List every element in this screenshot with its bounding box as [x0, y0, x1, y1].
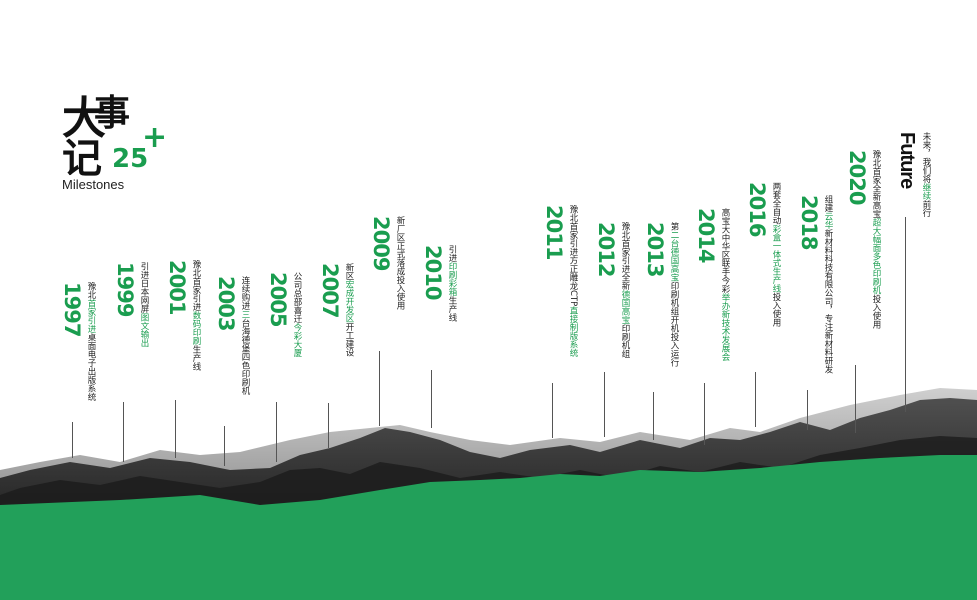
milestone-year: 2013 [643, 222, 667, 277]
milestone-description: 组建云华新材料科技有限公司，专注新材料研发 [823, 195, 833, 374]
milestone-leader-line [905, 217, 906, 412]
milestone-description: 未来，我们将继续前行 [921, 132, 931, 217]
milestone-leader-line [72, 422, 73, 458]
milestone-description: 豫北首家引进桌面电子出版系统 [86, 282, 96, 401]
milestone-leader-line [552, 383, 553, 438]
milestone-leader-line [175, 400, 176, 458]
milestone-year: 2001 [165, 260, 189, 315]
milestone-leader-line [431, 370, 432, 428]
milestone-description: 豫北首家引进方正雕龙CTP直接制版系统 [568, 205, 578, 358]
milestone-leader-line [653, 392, 654, 440]
milestone-year: 1997 [60, 282, 84, 337]
milestone-leader-line [604, 372, 605, 437]
milestone-year: 1999 [113, 262, 137, 317]
milestone-year: 2007 [318, 263, 342, 318]
title-char-1: 大 [62, 93, 106, 144]
milestone-leader-line [276, 402, 277, 462]
milestone-leader-line [123, 402, 124, 462]
title-char-3: 记 [62, 136, 102, 182]
milestone-description: 公司总部喜迁今彩大厦 [292, 272, 302, 357]
milestone-description: 豫北首家引进全新德国高宝印刷机组 [620, 222, 630, 358]
milestone-year: 2016 [745, 182, 769, 237]
milestone-description: 豫北首家全新高宝超大幅面多色印刷机投入使用 [871, 150, 881, 329]
milestone-year: 2018 [797, 195, 821, 250]
milestone-description: 第二台德国高宝印刷机组开机投入运行 [669, 222, 679, 367]
milestone-description: 引进日本网屏图文输出 [139, 262, 149, 347]
milestone-year: 2003 [214, 276, 238, 331]
milestone-leader-line [855, 365, 856, 433]
milestone-year: 2009 [369, 216, 393, 271]
milestone-description: 两套全自动彩盒一体式生产线投入使用 [771, 182, 781, 327]
milestone-leader-line [807, 390, 808, 430]
milestone-leader-line [755, 372, 756, 427]
milestone-description: 新区宏成开发区开工建设 [344, 263, 354, 357]
milestone-leader-line [704, 383, 705, 445]
milestone-year: 2020 [845, 150, 869, 205]
title-char-2: 事 [94, 93, 131, 134]
milestone-year: 2014 [694, 208, 718, 263]
title-number: 25 [112, 144, 149, 174]
milestone-description: 连续购进三台海德堡四色印刷机 [240, 276, 250, 395]
milestone-year: 2010 [421, 245, 445, 300]
milestone-description: 引进印刷彩箱生产线 [447, 245, 457, 322]
milestone-description: 新厂区正式落成投入使用 [395, 216, 405, 310]
green-ground [0, 455, 977, 600]
milestone-leader-line [224, 426, 225, 466]
title-plus: + [142, 120, 168, 155]
milestone-year: 2011 [542, 205, 566, 260]
milestone-description: 高宝大中华区联手今彩举办新技术发展会 [720, 208, 730, 361]
milestone-year: 2012 [594, 222, 618, 277]
title-subtitle: Milestones [62, 177, 125, 192]
milestone-description: 豫北首家引进数码印刷生产线 [191, 260, 201, 371]
milestone-year: 2005 [266, 272, 290, 327]
milestone-year: Future [896, 132, 918, 189]
milestone-leader-line [328, 403, 329, 448]
milestone-leader-line [379, 351, 380, 426]
